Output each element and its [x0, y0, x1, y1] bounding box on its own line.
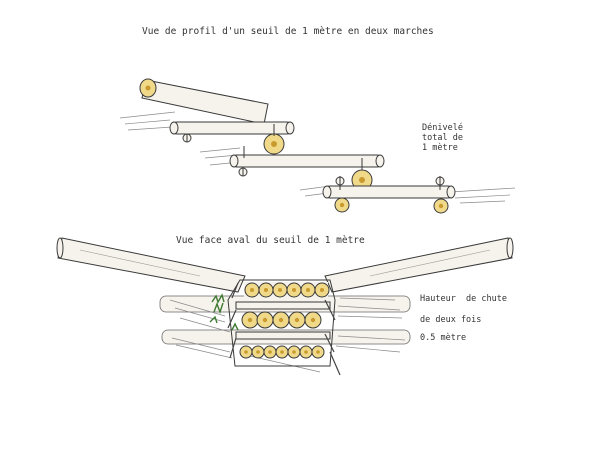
log-row-top: [244, 282, 330, 300]
log-upper-slope: [139, 78, 269, 125]
title-front-view: Vue face aval du seuil de 1 mètre: [176, 235, 365, 246]
log-row-middle: [241, 311, 322, 329]
wing-log-left: [56, 237, 246, 293]
stakes: [227, 282, 341, 376]
note-denivele-line-3: 1 mètre: [422, 143, 458, 153]
log-step-1: [169, 121, 295, 155]
weir-outline: [227, 279, 336, 367]
note-denivele: Dénivelé total de 1 mètre: [422, 123, 463, 153]
log-step-3: [322, 176, 456, 214]
bank-hatching: [119, 111, 516, 204]
log-row-bottom: [239, 345, 325, 359]
step-plank-2: [235, 331, 331, 340]
front-view: [56, 237, 514, 376]
log-step-2: [229, 146, 385, 191]
note-hauteur-line-2: de deux fois: [420, 315, 482, 325]
profile-view: [119, 78, 516, 214]
note-hauteur-line-3: 0.5 mètre: [420, 333, 467, 343]
wing-log-right: [324, 237, 514, 293]
vegetation-marks: [209, 293, 239, 331]
title-profile-view: Vue de profil d'un seuil de 1 mètre en d…: [142, 26, 434, 37]
note-denivele-line-1: Dénivelé: [422, 123, 463, 133]
note-hauteur-line-1: Hauteur de chute: [420, 294, 507, 304]
note-denivele-line-2: total de: [422, 133, 463, 143]
front-hatching: [169, 297, 406, 373]
step-plank-1: [235, 301, 331, 310]
